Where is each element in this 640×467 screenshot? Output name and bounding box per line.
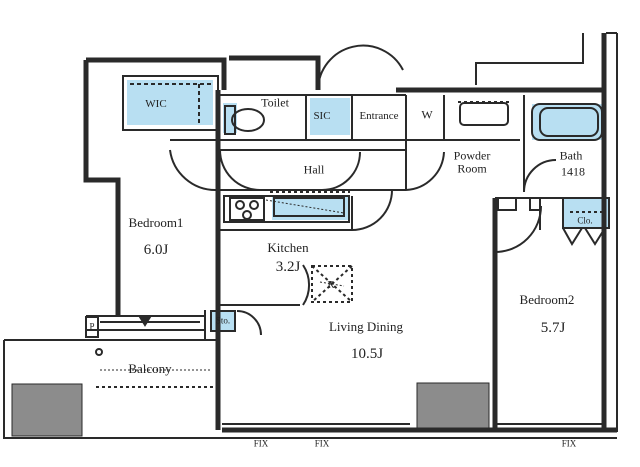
room-label-sic: SIC <box>313 110 331 123</box>
window-fix-label-3: FIX <box>561 438 577 449</box>
room-label-bedroom1: Bedroom1 <box>128 215 184 231</box>
room-label-balcony: Balcony <box>128 361 172 377</box>
room-label-kitchen: Kitchen <box>267 240 309 256</box>
room-label-bath-size: 1418 <box>561 164 585 179</box>
room-label-bath: Bath <box>559 148 583 163</box>
room-label-living-dining: Living Dining <box>328 319 404 335</box>
window-fix-label-1: FIX <box>253 438 269 449</box>
room-label-living-dining-area: 10.5J <box>350 346 384 363</box>
sic-fill <box>310 98 350 135</box>
room-label-w: W <box>421 107 433 122</box>
refrigerator-label: R <box>327 279 335 292</box>
balcony-unit-right <box>416 382 490 432</box>
room-label-powder-room: Powder Room <box>453 148 491 175</box>
room-label-toilet: Toilet <box>261 95 289 110</box>
balcony-unit-left <box>11 383 83 437</box>
room-label-wic: WIC <box>145 98 167 111</box>
room-label-bedroom1-area: 6.0J <box>143 242 169 259</box>
room-label-entrance: Entrance <box>359 110 399 123</box>
room-label-sto: Sto. <box>215 315 231 326</box>
wic-fill <box>127 80 213 125</box>
room-label-hall: Hall <box>303 162 325 177</box>
room-label-bedroom2: Bedroom2 <box>519 292 575 308</box>
room-label-bedroom2-area: 5.7J <box>540 320 566 337</box>
pipe-space-label: P <box>89 321 95 332</box>
room-label-kitchen-area: 3.2J <box>275 259 301 276</box>
room-label-clo: Clo. <box>577 215 593 226</box>
window-fix-label-2: FIX <box>314 438 330 449</box>
